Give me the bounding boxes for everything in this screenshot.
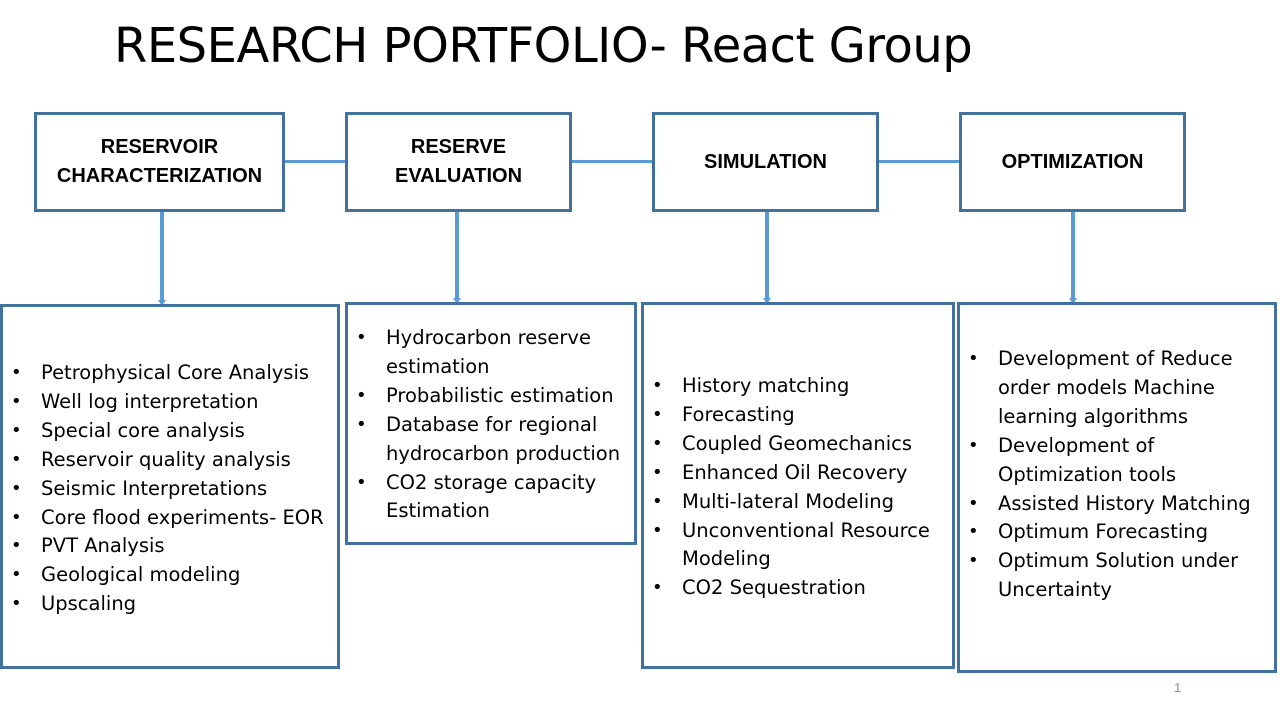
list-item: Petrophysical Core Analysis <box>11 359 336 388</box>
list-item: Reservoir quality analysis <box>11 446 336 475</box>
list-item: Hydrocarbon reserve estimation <box>356 324 636 382</box>
list-item: Development of Reduce order models Machi… <box>968 345 1272 432</box>
list-item: Database for regional hydrocarbon produc… <box>356 411 636 469</box>
slide-number: 1 <box>1174 680 1182 695</box>
bullet-list: History matching Forecasting Coupled Geo… <box>652 372 952 603</box>
bullet-list: Petrophysical Core Analysis Well log int… <box>11 359 336 619</box>
list-item: Core flood experiments- EOR <box>11 504 336 533</box>
connector-line <box>455 210 459 300</box>
list-item: Upscaling <box>11 590 336 619</box>
connector-line <box>1071 210 1075 300</box>
details-reservoir-characterization: Petrophysical Core Analysis Well log int… <box>0 304 340 669</box>
arrow-head <box>453 298 461 304</box>
category-heading-line: RESERVE <box>410 136 507 158</box>
details-simulation: History matching Forecasting Coupled Geo… <box>641 302 955 669</box>
details-optimization: Development of Reduce order models Machi… <box>957 302 1277 673</box>
list-item: CO2 storage capacity Estimation <box>356 469 636 527</box>
list-item: Well log interpretation <box>11 388 336 417</box>
list-item: Assisted History Matching <box>968 490 1272 519</box>
category-reservoir-characterization: RESERVOIR CHARACTERIZATION <box>34 112 285 212</box>
list-item: Optimum Forecasting <box>968 518 1272 547</box>
list-item: CO2 Sequestration <box>652 574 952 603</box>
category-heading-line: RESERVOIR <box>100 136 219 158</box>
category-heading-line: OPTIMIZATION <box>1001 150 1144 173</box>
bullet-list: Development of Reduce order models Machi… <box>968 345 1272 605</box>
list-item: History matching <box>652 372 952 401</box>
list-item: Geological modeling <box>11 561 336 590</box>
list-item: Optimum Solution under Uncertainty <box>968 547 1272 605</box>
list-item: Coupled Geomechanics <box>652 430 952 459</box>
category-heading-line: EVALUATION <box>394 165 523 187</box>
list-item: Special core analysis <box>11 417 336 446</box>
list-item: Enhanced Oil Recovery <box>652 459 952 488</box>
list-item: Unconventional Resource Modeling <box>652 517 952 575</box>
category-simulation: SIMULATION <box>652 112 879 212</box>
arrow-head <box>1069 298 1077 304</box>
category-heading-line: CHARACTERIZATION <box>56 165 263 187</box>
connector-line <box>878 160 960 163</box>
list-item: PVT Analysis <box>11 532 336 561</box>
list-item: Seismic Interpretations <box>11 475 336 504</box>
list-item: Development of Optimization tools <box>968 432 1272 490</box>
details-reserve-evaluation: Hydrocarbon reserve estimation Probabili… <box>345 302 637 545</box>
connector-line <box>571 160 653 163</box>
connector-line <box>160 210 164 302</box>
arrow-head <box>763 298 771 304</box>
list-item: Probabilistic estimation <box>356 382 636 411</box>
category-reserve-evaluation: RESERVE EVALUATION <box>345 112 572 212</box>
connector-line <box>284 160 346 163</box>
category-optimization: OPTIMIZATION <box>959 112 1186 212</box>
slide-title: RESEARCH PORTFOLIO- React Group <box>114 18 973 74</box>
connector-line <box>765 210 769 300</box>
arrow-head <box>158 300 166 306</box>
bullet-list: Hydrocarbon reserve estimation Probabili… <box>356 324 636 526</box>
category-heading-line: SIMULATION <box>704 150 827 173</box>
list-item: Multi-lateral Modeling <box>652 488 952 517</box>
list-item: Forecasting <box>652 401 952 430</box>
